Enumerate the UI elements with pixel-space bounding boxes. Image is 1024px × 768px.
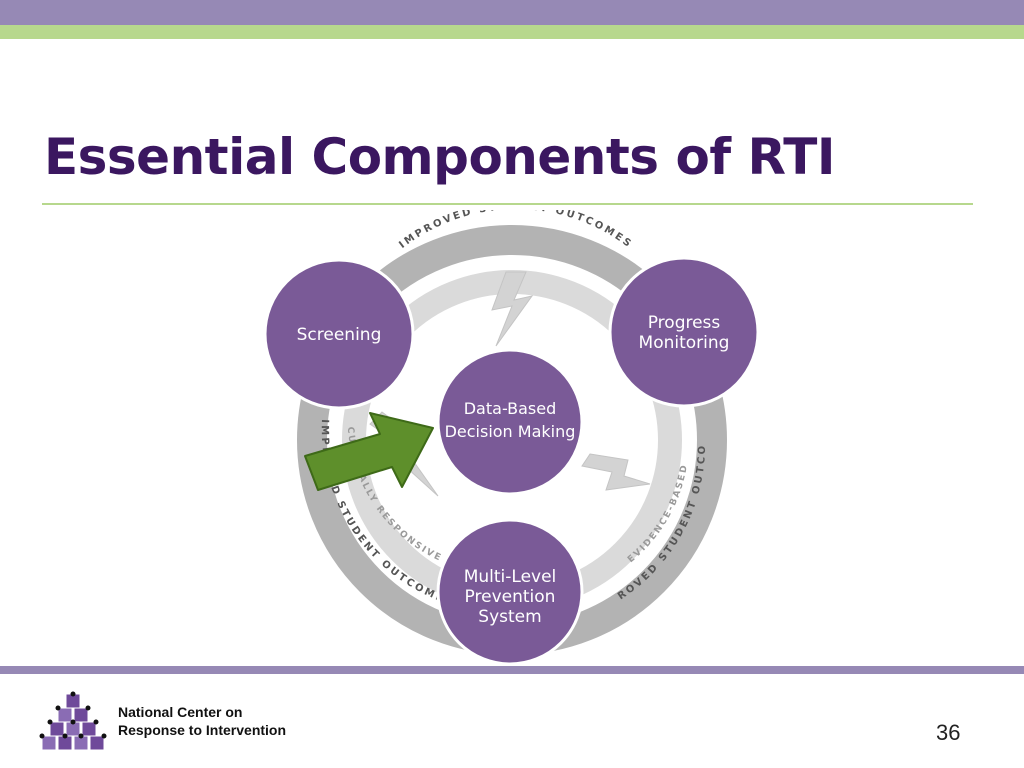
header-bar-green — [0, 25, 1024, 39]
connector-right-icon — [581, 453, 651, 491]
multi-level-label-line3: System — [478, 607, 541, 627]
screening-label: Screening — [297, 325, 382, 345]
multi-level-prevention-node: Multi-Level Prevention System — [436, 518, 584, 666]
rti-components-diagram: IMPROVED STUDENT OUTCOMES IMPROVED STUDE… — [240, 210, 780, 670]
organization-name: National Center on Response to Intervent… — [118, 703, 286, 739]
title-divider — [42, 203, 973, 205]
screening-node: Screening — [263, 258, 415, 410]
center-label-line2: Decision Making — [445, 422, 576, 441]
progress-monitoring-label-line1: Progress — [648, 313, 721, 333]
page-number: 36 — [936, 720, 961, 745]
footer-bar — [0, 666, 1024, 674]
multi-level-label-line1: Multi-Level — [464, 567, 557, 587]
org-name-line2: Response to Intervention — [118, 722, 287, 738]
progress-monitoring-node: Progress Monitoring — [608, 256, 760, 408]
center-label-line1: Data-Based — [464, 399, 557, 418]
slide-title: Essential Components of RTI — [44, 128, 835, 186]
multi-level-label-line2: Prevention — [465, 587, 556, 607]
org-name-line1: National Center on — [118, 704, 243, 720]
green-arrow-icon — [304, 412, 434, 491]
stacked-cubes-logo-icon — [39, 691, 107, 751]
progress-monitoring-label-line2: Monitoring — [639, 333, 730, 353]
data-based-decision-making-node: Data-Based Decision Making — [436, 348, 584, 496]
header-bar-purple — [0, 0, 1024, 25]
connector-top-icon — [491, 271, 534, 347]
